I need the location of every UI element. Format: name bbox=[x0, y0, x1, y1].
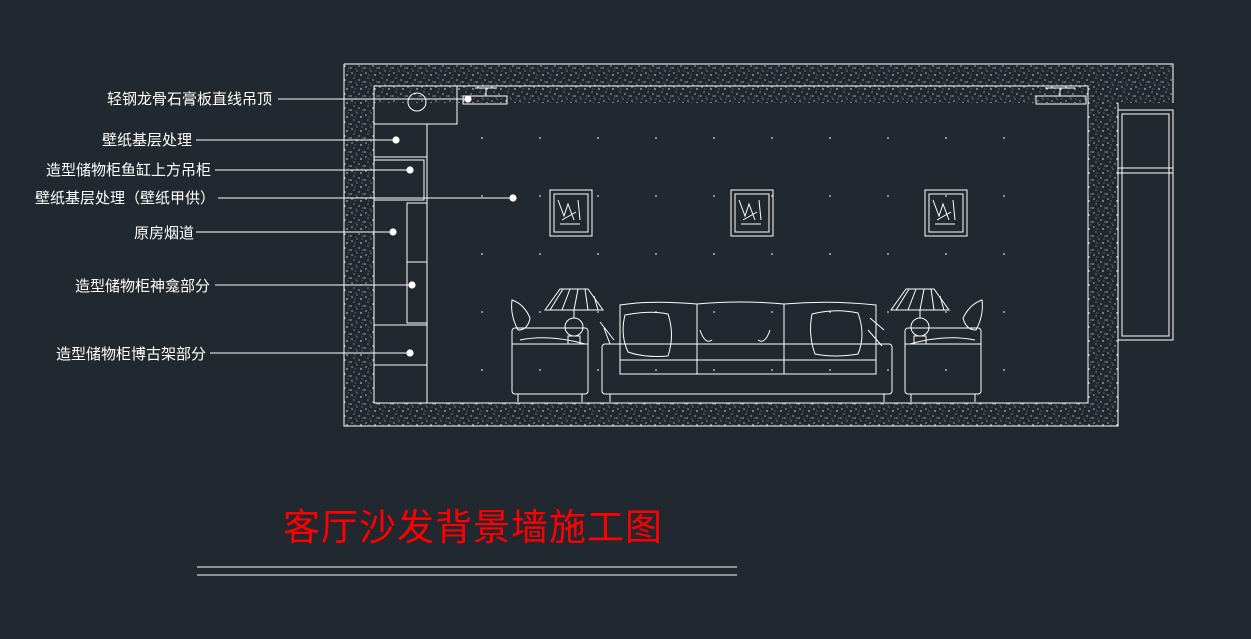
wall-hatch bbox=[343, 63, 1174, 427]
wallpaper-dot bbox=[539, 311, 541, 313]
wallpaper-dot bbox=[655, 369, 657, 371]
annotation-ceiling: 轻钢龙骨石膏板直线吊顶 bbox=[107, 90, 272, 108]
picture-frame-right bbox=[924, 189, 968, 237]
wallpaper-dot bbox=[829, 311, 831, 313]
wallpaper-dot bbox=[829, 253, 831, 255]
wallpaper-dot bbox=[945, 369, 947, 371]
wallpaper-dot bbox=[887, 195, 889, 197]
wallpaper-dot bbox=[713, 195, 715, 197]
wallpaper-dot bbox=[829, 369, 831, 371]
annotation-wallpaper-supplied: 壁纸基层处理（壁纸甲供） bbox=[35, 189, 215, 207]
wallpaper-dot bbox=[887, 253, 889, 255]
picture-frame-left bbox=[549, 189, 593, 237]
annotation-niche: 造型储物柜神龛部分 bbox=[75, 277, 210, 295]
annotation-wallpaper-base: 壁纸基层处理 bbox=[102, 131, 192, 149]
wallpaper-dot bbox=[771, 137, 773, 139]
wallpaper-dot bbox=[1003, 311, 1005, 313]
wallpaper-dot bbox=[887, 311, 889, 313]
wallpaper-dot bbox=[481, 369, 483, 371]
armchair-right bbox=[904, 299, 983, 402]
wallpaper-dot-grid bbox=[481, 137, 1005, 371]
wallpaper-dot bbox=[597, 369, 599, 371]
wallpaper-dot bbox=[597, 195, 599, 197]
wallpaper-dot bbox=[771, 369, 773, 371]
wallpaper-dot bbox=[655, 253, 657, 255]
wallpaper-dot bbox=[713, 311, 715, 313]
wallpaper-dot bbox=[713, 369, 715, 371]
ceiling-detail bbox=[373, 85, 1087, 125]
wallpaper-dot bbox=[713, 137, 715, 139]
wallpaper-dot bbox=[713, 253, 715, 255]
wallpaper-dot bbox=[597, 137, 599, 139]
annotation-curio-shelf: 造型储物柜博古架部分 bbox=[56, 345, 206, 363]
table-lamp-right bbox=[890, 288, 950, 345]
wallpaper-dot bbox=[597, 253, 599, 255]
wallpaper-dot bbox=[1003, 137, 1005, 139]
table-lamp-left bbox=[544, 288, 604, 345]
picture-frame-center bbox=[730, 189, 774, 237]
annotation-flue: 原房烟道 bbox=[134, 224, 194, 242]
wallpaper-dot bbox=[539, 195, 541, 197]
wallpaper-dot bbox=[829, 137, 831, 139]
wallpaper-dot bbox=[829, 195, 831, 197]
wallpaper-dot bbox=[481, 311, 483, 313]
armchair-left bbox=[511, 299, 589, 402]
wallpaper-dot bbox=[597, 311, 599, 313]
wallpaper-dot bbox=[1003, 195, 1005, 197]
leader-lines bbox=[196, 95, 517, 357]
drawing-title: 客厅沙发背景墙施工图 bbox=[283, 506, 663, 549]
wallpaper-dot bbox=[771, 311, 773, 313]
wallpaper-dot bbox=[1003, 253, 1005, 255]
window-element bbox=[1117, 109, 1174, 341]
wallpaper-dot bbox=[945, 195, 947, 197]
annotation-upper-cabinet: 造型储物柜鱼缸上方吊柜 bbox=[46, 161, 211, 179]
wallpaper-dot bbox=[771, 253, 773, 255]
wallpaper-dot bbox=[1003, 369, 1005, 371]
wallpaper-dot bbox=[945, 311, 947, 313]
wallpaper-dot bbox=[481, 253, 483, 255]
wallpaper-dot bbox=[539, 253, 541, 255]
wallpaper-dot bbox=[655, 195, 657, 197]
wallpaper-dot bbox=[481, 137, 483, 139]
wallpaper-dot bbox=[481, 195, 483, 197]
wallpaper-dot bbox=[539, 369, 541, 371]
wallpaper-dot bbox=[945, 253, 947, 255]
wallpaper-dot bbox=[945, 137, 947, 139]
wallpaper-dot bbox=[887, 369, 889, 371]
wallpaper-dot bbox=[771, 195, 773, 197]
wallpaper-dot bbox=[539, 137, 541, 139]
wallpaper-dot bbox=[655, 137, 657, 139]
wallpaper-dot bbox=[887, 137, 889, 139]
sofa bbox=[599, 301, 893, 402]
storage-cabinet bbox=[373, 124, 428, 404]
